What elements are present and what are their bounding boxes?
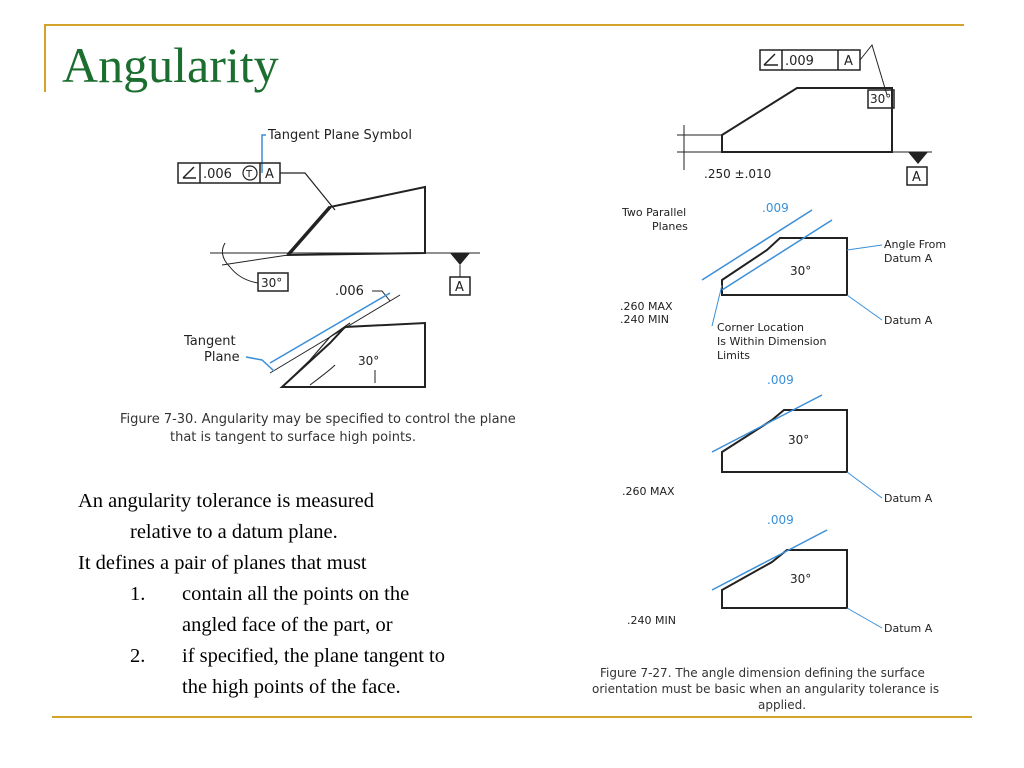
max-260: .260 MAX xyxy=(620,300,673,313)
figure-7-30-caption-1: Figure 7-30. Angularity may be specified… xyxy=(120,412,516,427)
datum-a-right: A xyxy=(912,170,921,185)
list-text-b: angled face of the part, or xyxy=(182,614,393,636)
fcf-datum: A xyxy=(265,167,274,182)
dim-250: .250 ±.010 xyxy=(704,167,771,181)
zone-006: .006 xyxy=(335,284,364,299)
max-260-low: .260 MAX xyxy=(622,485,675,498)
title-accent-bar xyxy=(44,24,46,92)
fcf-datum-right: A xyxy=(844,54,853,69)
datum-a-label-low2: Datum A xyxy=(884,622,933,635)
list-text-a: if specified, the plane tangent to xyxy=(182,645,445,667)
figure-7-30-caption-2: that is tangent to surface high points. xyxy=(170,430,416,445)
zone-009-b: .009 xyxy=(767,373,794,387)
datum-a-label-low1: Datum A xyxy=(884,492,933,505)
figure-7-27-caption-1: Figure 7-27. The angle dimension definin… xyxy=(600,666,925,680)
figure-7-30: Tangent Plane Symbol .006 T A 30° A .006 xyxy=(120,128,516,445)
corner-location-1: Corner Location xyxy=(717,321,804,334)
fcf-value: .006 xyxy=(203,167,232,182)
fcf-modifier: T xyxy=(245,169,253,180)
min-240-low: .240 MIN xyxy=(627,614,676,627)
zone-009-a: .009 xyxy=(762,201,789,215)
angle-30-low1: 30° xyxy=(788,433,809,447)
figure-7-27-caption-3: applied. xyxy=(758,698,806,712)
zone-009-c: .009 xyxy=(767,513,794,527)
list-text-b: the high points of the face. xyxy=(182,676,401,698)
two-parallel-planes-1: Two Parallel xyxy=(621,206,686,219)
list-item: 2. if specified, the plane tangent to th… xyxy=(78,641,548,703)
angle-30-right: 30° xyxy=(870,92,891,106)
angle-30-low2: 30° xyxy=(790,572,811,586)
tangent-plane-label-2: Plane xyxy=(204,350,240,365)
angle-30: 30° xyxy=(261,276,282,290)
top-rule xyxy=(44,24,964,26)
slide-title: Angularity xyxy=(62,37,279,93)
list-item: 1. contain all the points on the angled … xyxy=(78,579,548,641)
angle-from-datum-2: Datum A xyxy=(884,252,933,265)
min-240: .240 MIN xyxy=(620,313,669,326)
body-line-2: relative to a datum plane. xyxy=(130,521,338,543)
datum-a: A xyxy=(455,280,464,295)
angle-30-mid: 30° xyxy=(790,264,811,278)
bottom-rule xyxy=(52,716,972,718)
angle-30-b: 30° xyxy=(358,354,379,368)
angle-from-datum-1: Angle From xyxy=(884,238,946,251)
corner-location-2: Is Within Dimension xyxy=(717,335,826,348)
tangent-plane-label-1: Tangent xyxy=(183,334,236,349)
body-line-1: An angularity tolerance is measured xyxy=(78,490,374,512)
list-number: 2. xyxy=(130,645,146,667)
fcf-value-right: .009 xyxy=(785,54,814,69)
figure-7-27: .009 A 30° A .250 ±.010 .009 Two Paralle… xyxy=(592,43,946,712)
list-number: 1. xyxy=(130,583,146,605)
list-text-a: contain all the points on the xyxy=(182,583,410,605)
two-parallel-planes-2: Planes xyxy=(652,220,688,233)
corner-location-3: Limits xyxy=(717,349,750,362)
body-line-3: It defines a pair of planes that must xyxy=(78,552,367,574)
datum-a-label-mid: Datum A xyxy=(884,314,933,327)
body-text: An angularity tolerance is measured rela… xyxy=(78,486,548,703)
figure-7-27-caption-2: orientation must be basic when an angula… xyxy=(592,682,939,696)
tangent-plane-symbol-label: Tangent Plane Symbol xyxy=(267,128,412,143)
